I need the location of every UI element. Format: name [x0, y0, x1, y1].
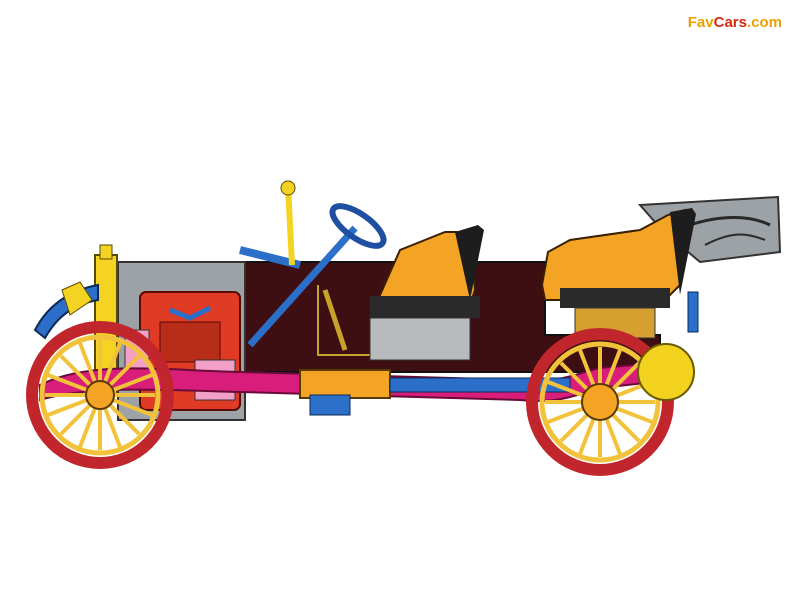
- drivetrain: [299, 369, 571, 416]
- watermark-cars: Cars: [713, 14, 747, 31]
- rear-wheel: [526, 328, 674, 476]
- control-levers: [280, 180, 348, 351]
- watermark-domain: .com: [746, 14, 782, 31]
- front-seat: [369, 225, 484, 361]
- front-fender: [33, 281, 99, 340]
- watermark-fav: Fav: [687, 14, 714, 31]
- rear-seat: [540, 208, 696, 339]
- rear-lamp: [637, 291, 699, 401]
- favcars-watermark: FavCars.com: [688, 14, 782, 31]
- front-wheel: [26, 321, 174, 469]
